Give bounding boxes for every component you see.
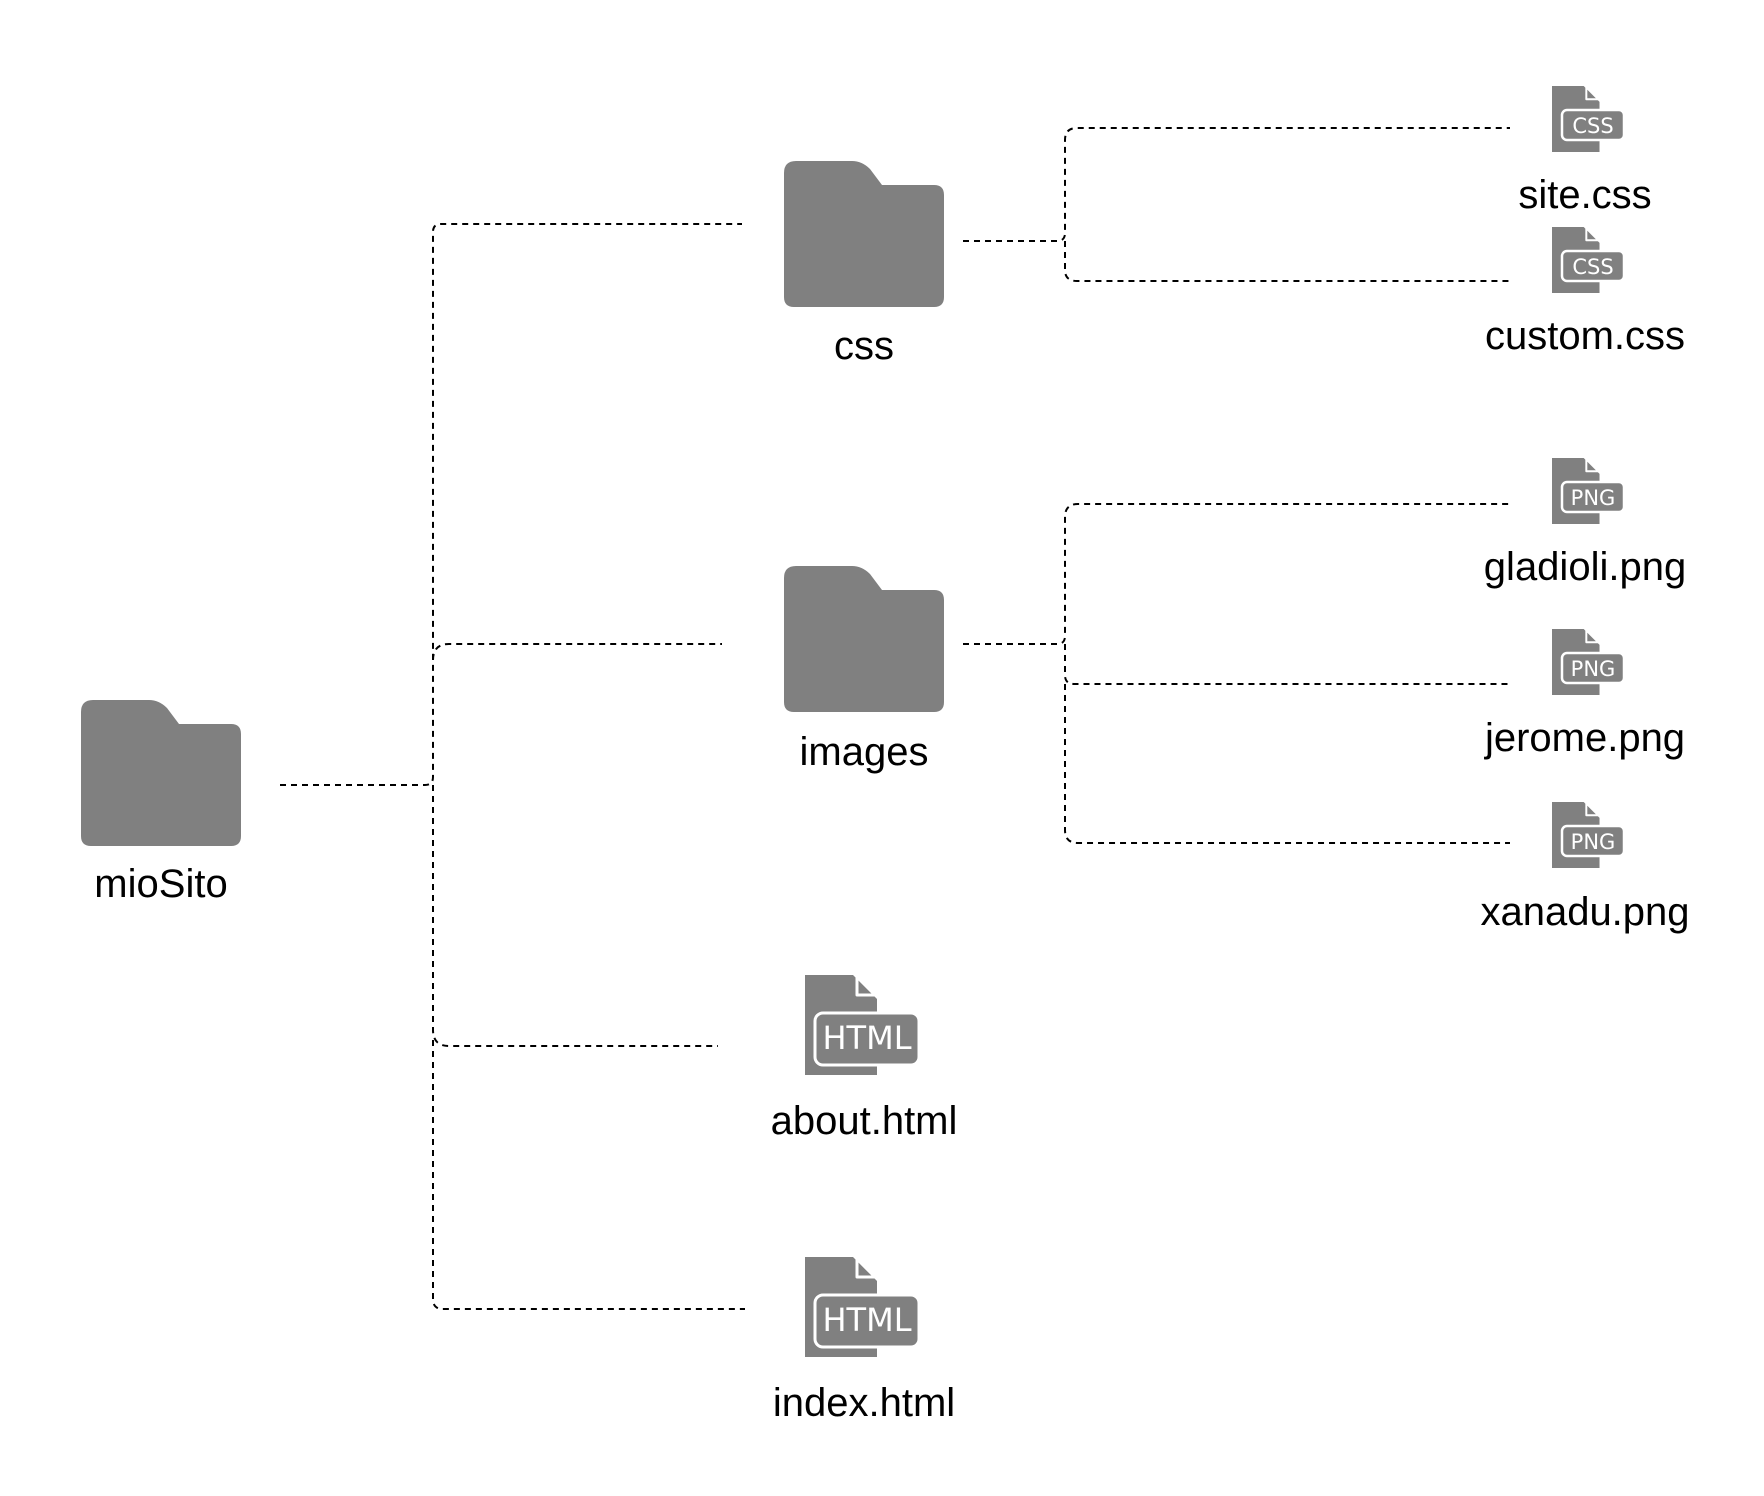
node-label-css: css [834,324,894,368]
node-label-gladioli-png: gladioli.png [1483,545,1687,589]
edge-images-jerome [1064,644,1510,685]
node-label-custom-css: custom.css [1484,314,1686,358]
svg-text:CSS: CSS [1572,255,1613,279]
edge-css-custom [1064,241,1510,282]
html-file-icon[interactable]: HTML [805,975,921,1075]
css-connectors [963,127,1510,282]
node-label-about-html: about.html [770,1099,958,1143]
edge-root-index [432,1040,745,1310]
edge-css-site [963,127,1510,242]
node-label-xanadu-png: xanadu.png [1480,890,1690,934]
root-connectors [280,223,745,1310]
edge-images-xanadu [1064,684,1510,844]
svg-text:PNG: PNG [1571,657,1616,681]
svg-text:HTML: HTML [822,1019,911,1057]
edge-root-images [432,643,722,661]
edge-root-css [280,223,742,786]
png-file-icon[interactable]: PNG [1552,802,1626,868]
edge-root-about [432,785,718,1047]
node-label-images: images [799,730,929,774]
png-file-icon[interactable]: PNG [1552,458,1626,524]
images-connectors [963,503,1510,844]
edge-images-gladioli [963,503,1510,645]
node-label-index-html: index.html [772,1381,956,1425]
css-file-icon[interactable]: CSS [1552,227,1626,293]
png-file-icon[interactable]: PNG [1552,629,1626,695]
folder-icon[interactable] [81,700,241,846]
svg-text:PNG: PNG [1571,486,1616,510]
node-label-jerome-png: jerome.png [1484,716,1686,760]
svg-text:CSS: CSS [1572,114,1613,138]
html-file-icon[interactable]: HTML [805,1257,921,1357]
folder-icon[interactable] [784,566,944,712]
node-label-miosito: mioSito [94,862,228,906]
node-label-site-css: site.css [1518,173,1652,217]
svg-text:HTML: HTML [822,1301,911,1339]
svg-text:PNG: PNG [1571,830,1616,854]
css-file-icon[interactable]: CSS [1552,86,1626,152]
folder-icon[interactable] [784,161,944,307]
